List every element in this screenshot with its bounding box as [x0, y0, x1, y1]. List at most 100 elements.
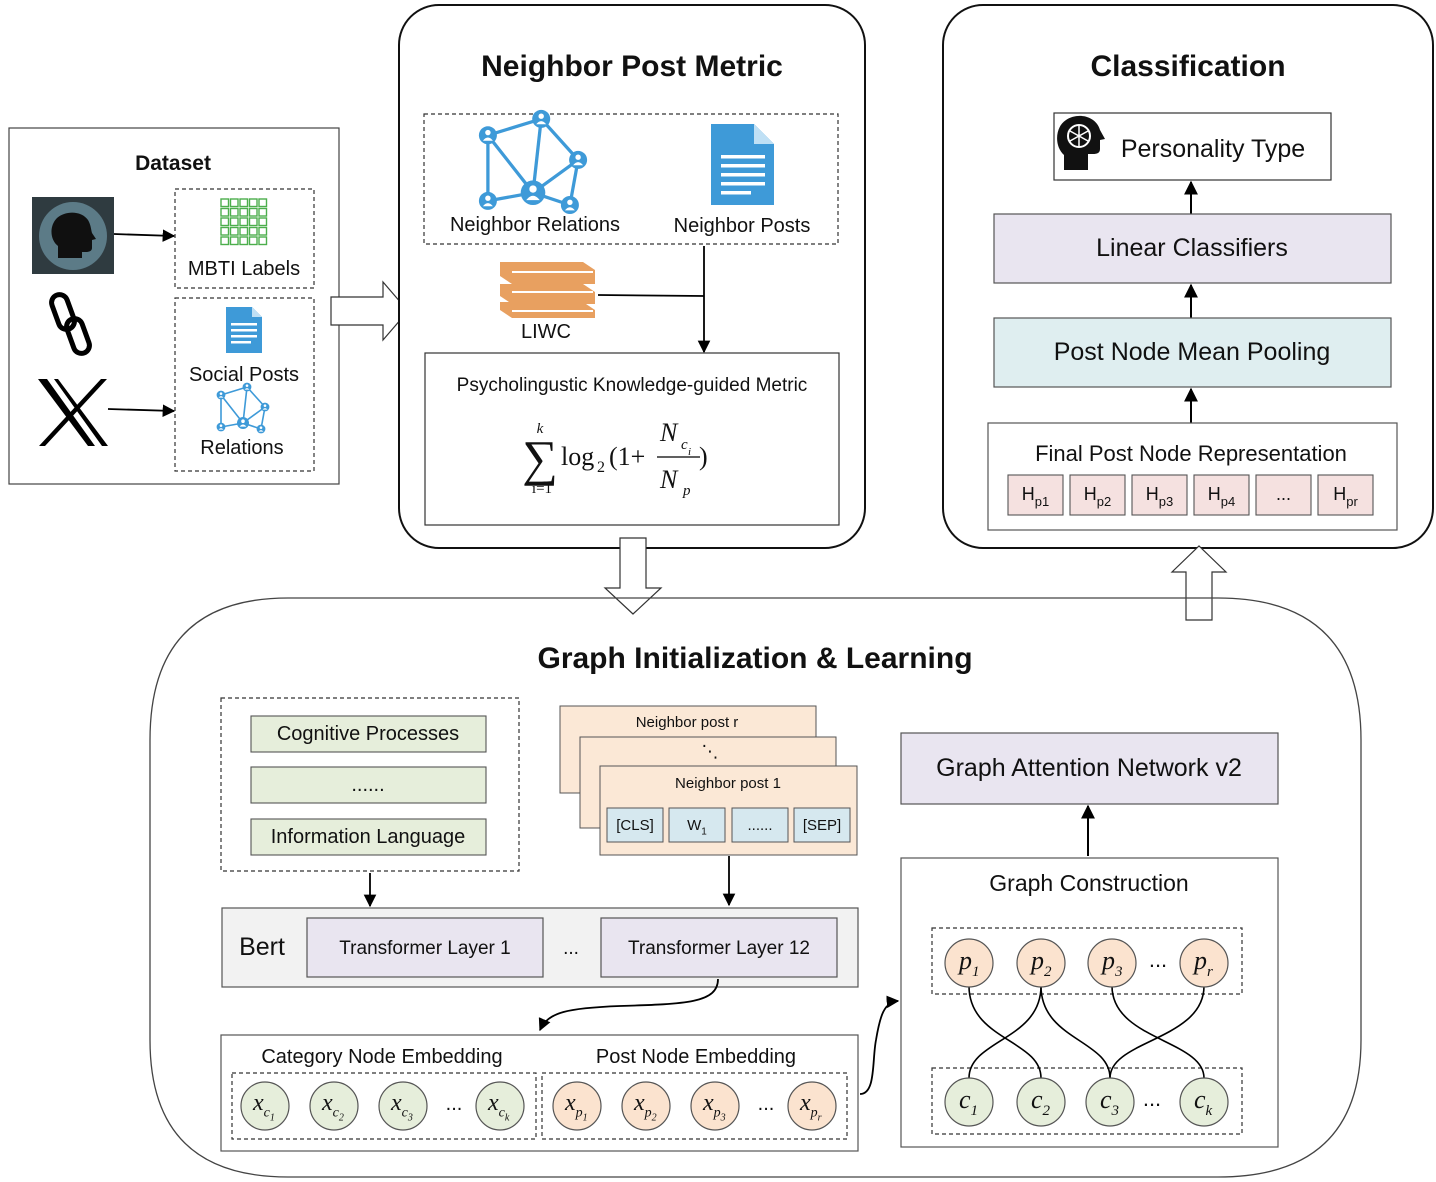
numerator: N	[659, 418, 679, 447]
category-label: ......	[351, 774, 384, 796]
token-label: [CLS]	[616, 817, 654, 834]
network-edge	[539, 117, 580, 161]
representation-cell-label: Hp4	[1208, 484, 1235, 509]
grid-cell	[239, 226, 249, 236]
denominator-sub: p	[682, 483, 691, 499]
network-edge	[531, 118, 543, 193]
neighbor-post-dots: ⋱	[702, 742, 719, 761]
embedding-dots: ...	[758, 1093, 775, 1115]
metric-title: Psycholingustic Knowledge-guided Metric	[457, 375, 808, 396]
dataset-panel: Dataset MBTI Labels Social Posts	[8, 127, 340, 485]
gil-title: Graph Initialization & Learning	[537, 642, 972, 675]
category-box	[250, 818, 487, 856]
neighbor-post-r-label: Neighbor post r	[636, 714, 739, 731]
transformer-layer-1-label: Transformer Layer 1	[339, 938, 510, 959]
grid-cell	[248, 198, 258, 208]
log-text: log	[561, 442, 594, 471]
neighbor-post-1-label: Neighbor post 1	[675, 775, 781, 792]
embedding-node	[621, 1081, 671, 1131]
network-node-head	[259, 426, 263, 429]
graph-node-label: c1	[959, 1085, 978, 1119]
linear-classifiers-label: Linear Classifiers	[1096, 234, 1288, 262]
network-icon	[478, 109, 588, 215]
network-node-head	[529, 185, 537, 193]
formula-open: (1+	[609, 442, 645, 471]
relations-label: Relations	[200, 437, 283, 459]
embedding-node	[240, 1081, 290, 1131]
network-node-head	[263, 404, 267, 407]
network-edge	[242, 386, 248, 424]
grid-cell	[258, 236, 268, 246]
post-embedding-label: Post Node Embedding	[596, 1046, 796, 1068]
network-edge	[487, 117, 542, 137]
embedding-node-label: xc1	[252, 1090, 275, 1123]
graph-edges	[968, 985, 1205, 1079]
neighbor-relations-label: Neighbor Relations	[450, 214, 620, 236]
network-edge	[220, 386, 248, 396]
token-label: W1	[687, 817, 707, 838]
network-node-body	[244, 388, 250, 390]
category-label: Cognitive Processes	[277, 723, 459, 745]
network-node-head	[485, 129, 491, 136]
sum-upper: k	[537, 421, 544, 437]
representation-cell-label: Hpr	[1333, 484, 1358, 509]
mbti-labels-label: MBTI Labels	[188, 258, 300, 280]
network-node	[216, 390, 226, 400]
formula-close: )	[699, 442, 708, 471]
network-node	[520, 180, 546, 205]
network-icon-small	[216, 382, 270, 434]
grid-cell	[229, 198, 239, 208]
embedding-node-label: xpr	[799, 1090, 822, 1123]
document-icon-large	[711, 124, 774, 205]
network-node-body	[262, 408, 268, 410]
embedding-node	[309, 1081, 359, 1131]
representation-cell-label: Hp1	[1022, 484, 1049, 509]
log-base: 2	[597, 459, 605, 476]
representation-cell	[1193, 474, 1250, 516]
link-icon	[49, 292, 92, 356]
transformer-layer-1-box	[306, 917, 544, 978]
line-liwc-to-arrow	[597, 294, 705, 297]
grid-cell	[258, 217, 268, 227]
graph-construction-label: Graph Construction	[989, 870, 1188, 896]
graph-node-label: p2	[1029, 946, 1052, 980]
liwc-categories: Cognitive Processes...... Information Lan…	[250, 715, 487, 856]
graph-node	[1016, 1077, 1066, 1127]
category-label: Information Language	[271, 826, 466, 848]
network-node-body	[258, 430, 264, 432]
token-row: [CLS]W1......[SEP]	[606, 807, 851, 843]
embedding-node-label: xc2	[321, 1090, 344, 1123]
grid-cell	[248, 236, 258, 246]
personality-type-box	[1053, 112, 1332, 181]
neighbor-posts-label: Neighbor Posts	[674, 215, 811, 237]
category-box	[250, 715, 487, 753]
embedding-node-label: xp2	[633, 1090, 657, 1123]
graph-node-label: pr	[1192, 946, 1213, 980]
transformer-layer-12-box	[600, 917, 838, 978]
embedding-node	[552, 1081, 602, 1131]
hollow-arrow-right	[330, 280, 409, 342]
mean-pooling-label: Post Node Mean Pooling	[1054, 338, 1331, 366]
embedding-node-label: xc3	[390, 1090, 413, 1123]
grid-cell	[258, 198, 268, 208]
grid-cell	[220, 198, 230, 208]
network-node-body	[218, 428, 224, 430]
hollow-arrow-up	[1170, 545, 1228, 621]
grid-cell	[258, 226, 268, 236]
linear-classifiers-box	[993, 213, 1392, 284]
token-box	[731, 807, 789, 843]
sum-symbol: ∑	[522, 430, 558, 486]
representation-cell	[1255, 474, 1312, 516]
grid-cell	[229, 207, 239, 217]
numerator-sub: c	[681, 437, 688, 453]
token-box	[668, 807, 726, 843]
network-node-head	[567, 199, 573, 206]
network-node-head	[485, 195, 491, 201]
network-node-head	[538, 113, 544, 119]
graph-node	[1087, 938, 1137, 988]
embedding-node-label: xp3	[702, 1090, 726, 1123]
network-node	[478, 126, 497, 145]
graph-node	[1016, 938, 1066, 988]
